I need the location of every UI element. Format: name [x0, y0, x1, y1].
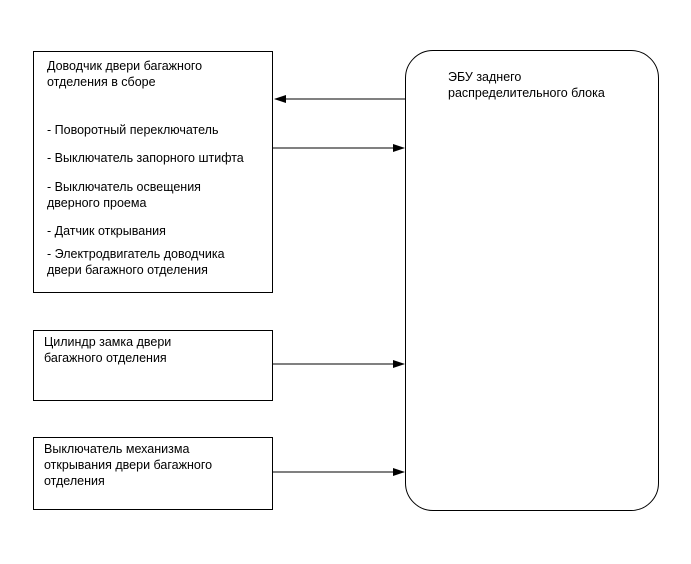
closer-assembly-box: [33, 51, 273, 293]
ecu-box: [405, 50, 659, 511]
item-rotary-switch: - Поворотный переключатель: [47, 123, 219, 137]
ecu-title: ЭБУ заднего распределительного блока: [448, 70, 605, 100]
opener-switch-title: Выключатель механизма открывания двери б…: [44, 442, 213, 488]
closer-assembly-title: Доводчик двери багажного отделения в сбо…: [47, 59, 203, 89]
lock-cylinder-box: [33, 330, 273, 401]
item-latch-pin-switch: - Выключатель запорного штифта: [47, 151, 244, 165]
opener-switch-box: [33, 437, 273, 510]
item-closer-motor: - Электродвигатель доводчика двери багаж…: [47, 247, 225, 277]
item-open-sensor: - Датчик открывания: [47, 224, 166, 238]
lock-cylinder-title: Цилиндр замка двери багажного отделения: [44, 335, 172, 365]
item-courtesy-light-switch: - Выключатель освещения дверного проема: [47, 180, 201, 210]
